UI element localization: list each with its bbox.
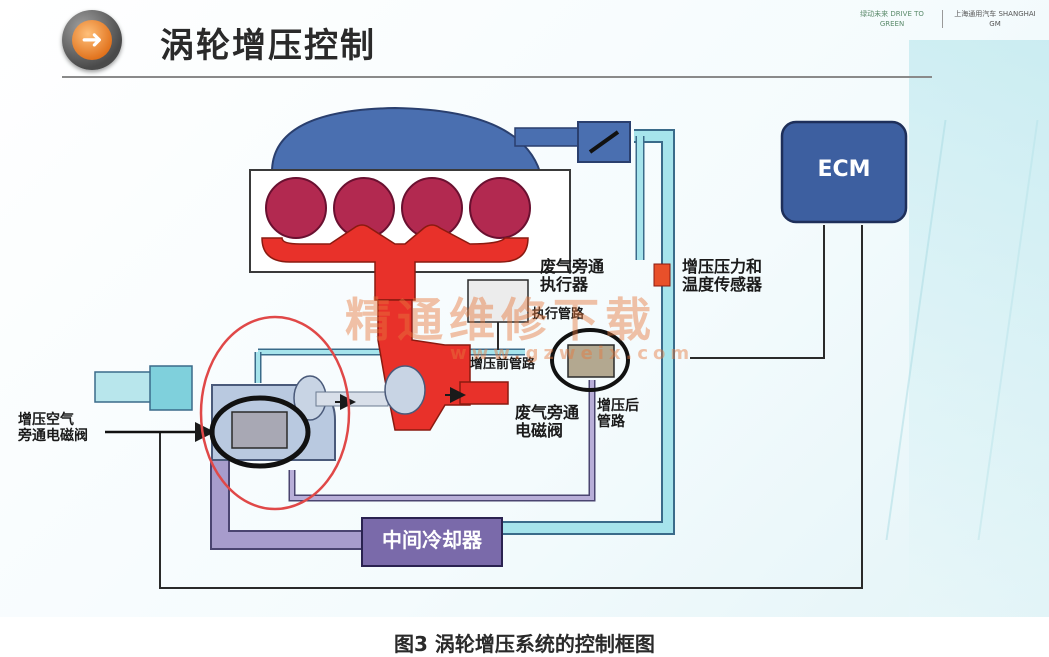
turbo-shaft	[315, 391, 389, 407]
intake-manifold	[270, 106, 542, 173]
wastegate-solenoid-valve	[567, 344, 615, 378]
turbine-wheel	[384, 365, 426, 415]
watermark-url: www.gzweix.com	[450, 343, 695, 364]
intercooler-box	[361, 517, 503, 567]
intercooler-label: 中间冷却器	[382, 528, 482, 552]
intake-runner	[514, 127, 586, 147]
turbo-control-diagram	[94, 106, 908, 589]
actuator-line-label: 执行管路	[532, 307, 585, 322]
throttle-body	[577, 121, 631, 163]
exhaust-outlet	[459, 381, 509, 405]
background-decoration	[909, 40, 1049, 617]
bypass-solenoid-highlight	[209, 395, 311, 469]
ecm-wire-sensor	[690, 225, 825, 359]
ecm-label: ECM	[817, 157, 871, 182]
wastegate-solenoid-label: 废气旁通 电磁阀	[515, 403, 580, 441]
cylinder-4	[469, 177, 531, 239]
air-inlet-pipe	[94, 371, 156, 403]
arrow-logo-icon: ➜	[62, 10, 122, 70]
brand-separator	[942, 10, 943, 28]
pre-boost-line-label: 增压前管路	[470, 357, 536, 372]
brand-shanghai-gm: 上海通用汽车 SHANGHAI GM	[954, 10, 1036, 28]
wastegate-actuator-label: 废气旁通 执行器	[540, 257, 605, 295]
bypass-solenoid-label: 增压空气 旁通电磁阀	[18, 412, 88, 445]
title-underline	[62, 76, 932, 78]
wastegate-solenoid-highlight	[550, 328, 630, 392]
boost-pressure-sensor	[653, 263, 671, 287]
purple-pipe-turbo-to-intercooler	[212, 460, 362, 548]
ecm-box	[780, 120, 908, 224]
cylinder-1	[265, 177, 327, 239]
page-title: 涡轮增压控制	[160, 26, 376, 66]
slide: ➜ 涡轮增压控制 绿动未来 DRIVE TO GREEN 上海通用汽车 SHAN…	[0, 0, 1049, 617]
bypass-solenoid-valve	[231, 411, 288, 449]
title-bar: ➜ 涡轮增压控制 绿动未来 DRIVE TO GREEN 上海通用汽车 SHAN…	[0, 0, 1049, 80]
post-boost-line-label: 增压后 管路	[597, 398, 639, 431]
watermark-text: 精通维修下载	[345, 293, 657, 347]
red-highlight-circle	[199, 315, 351, 511]
air-filter	[149, 365, 193, 411]
boost-sensor-label: 增压压力和 温度传感器	[682, 257, 763, 295]
wastegate-actuator	[467, 279, 529, 323]
brand-drive-to-green: 绿动未来 DRIVE TO GREEN	[860, 10, 924, 28]
cyan-pipe-intercooler-to-throttle	[480, 131, 673, 533]
throttle-plate-icon	[588, 130, 620, 154]
figure-caption: 图3 涡轮增压系统的控制框图	[394, 632, 655, 656]
purple-post-boost-line	[290, 380, 594, 500]
